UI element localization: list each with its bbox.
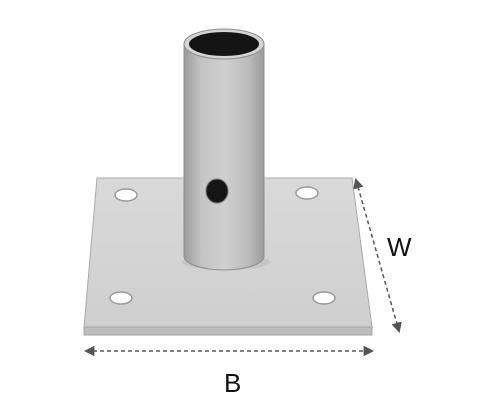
tube-opening <box>189 32 259 56</box>
vertical-tube <box>183 43 265 271</box>
dimension-arrow-w <box>353 177 402 334</box>
dimension-label-w: W <box>387 232 412 262</box>
dimension-label-b: B <box>224 368 242 398</box>
hole-back-left <box>114 188 138 202</box>
tube-side-hole <box>205 178 229 204</box>
hole-back-right <box>295 186 319 200</box>
plate-front-edge <box>83 326 373 336</box>
mounting-holes <box>109 186 336 305</box>
hole-front-left <box>109 291 133 305</box>
hole-front-right <box>312 291 336 305</box>
